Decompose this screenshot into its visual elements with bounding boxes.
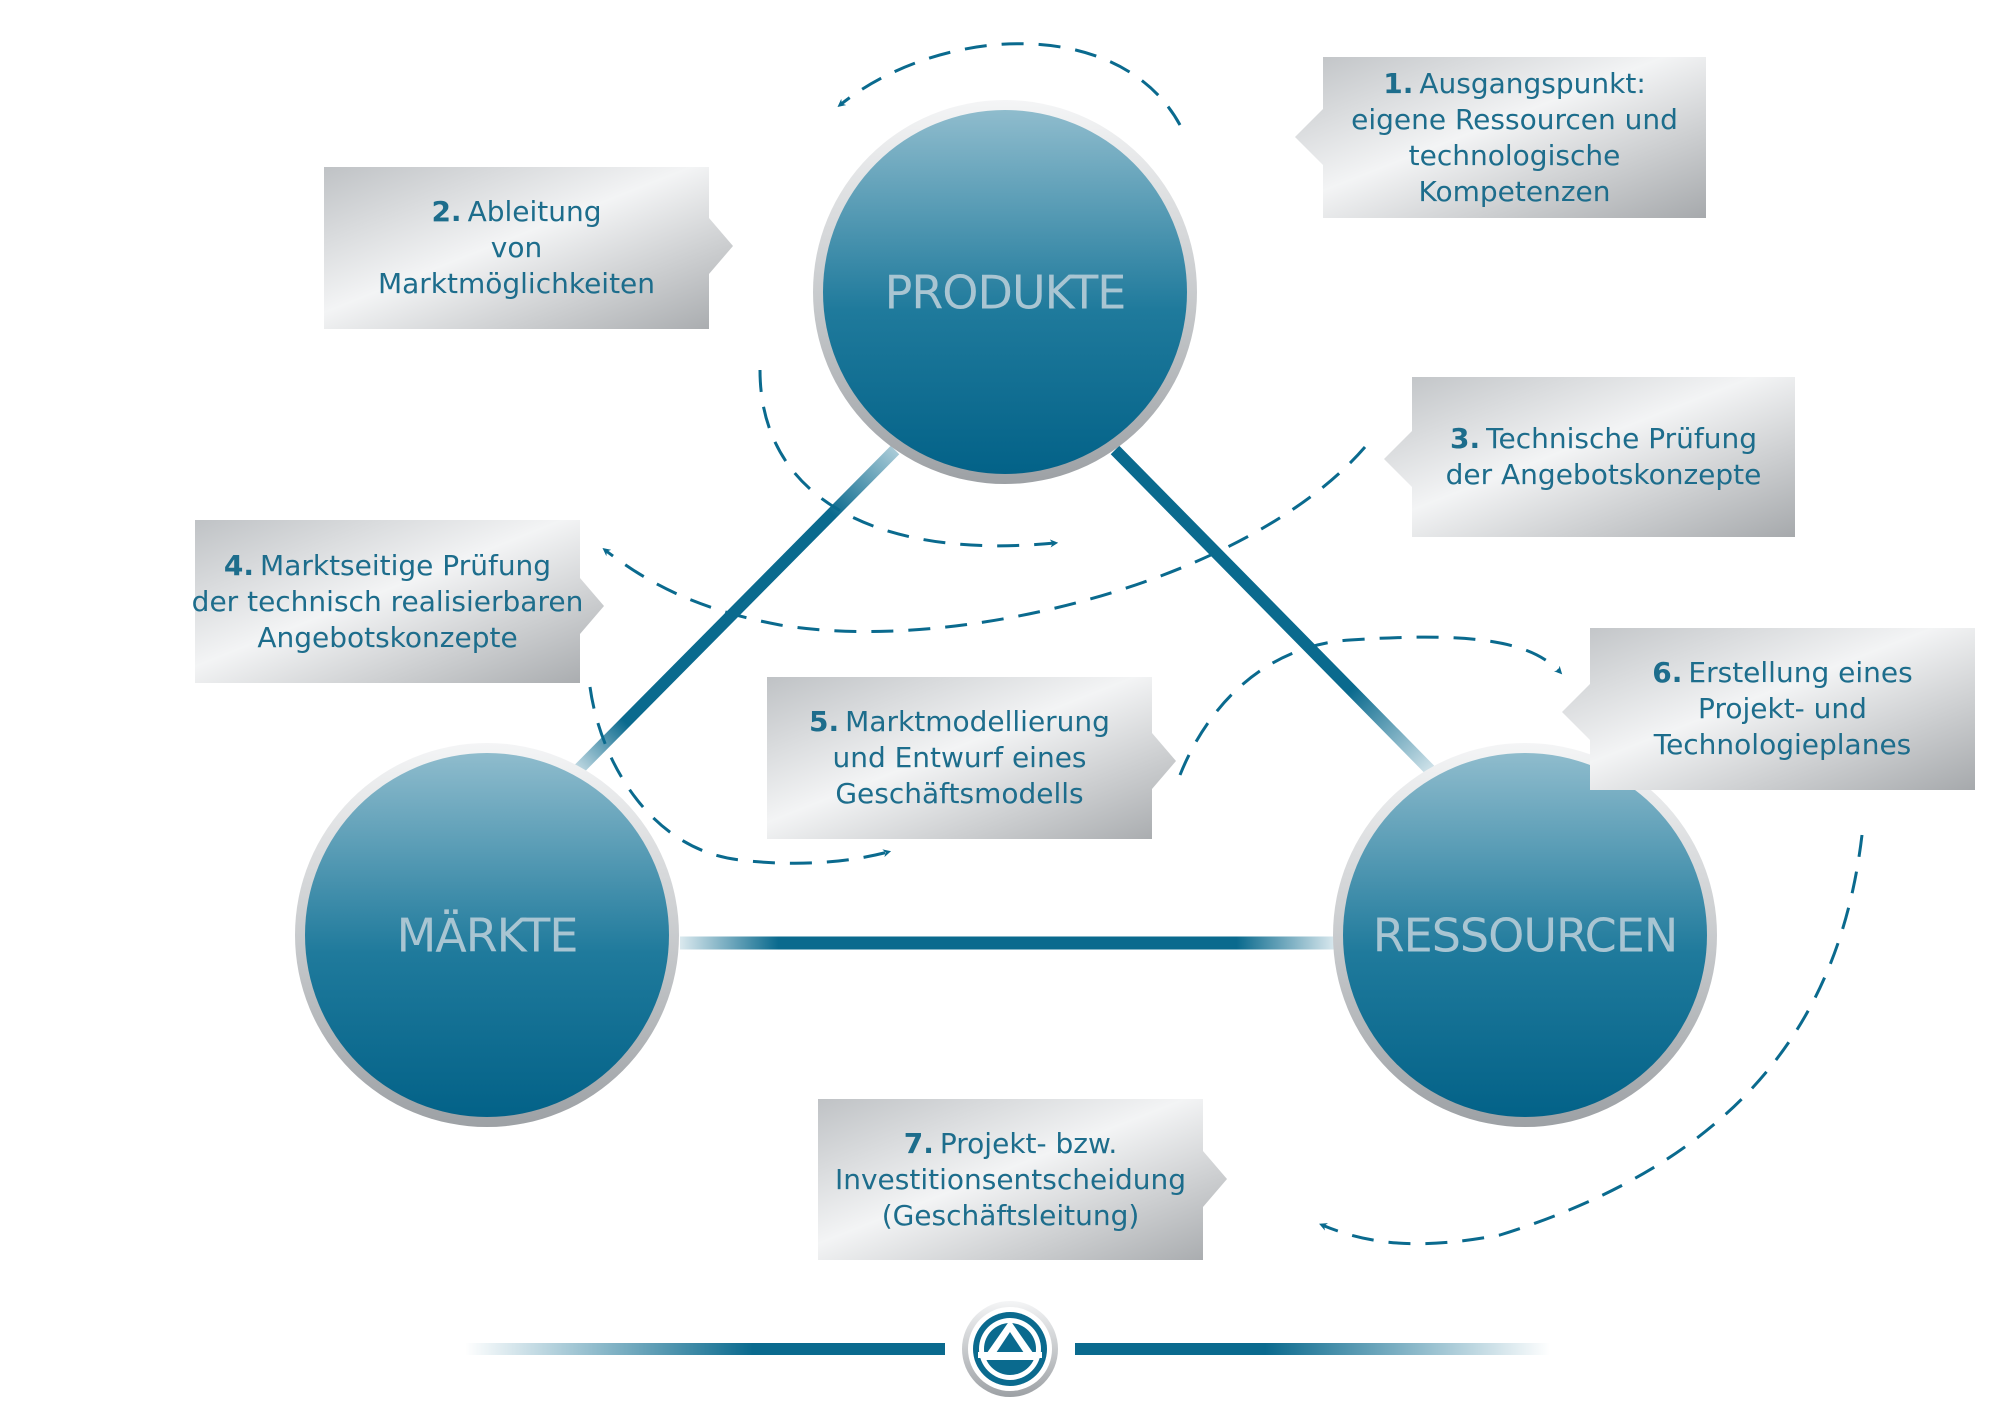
step-4-line-1: 4.Marktseitige Prüfung xyxy=(224,548,551,584)
step-5-text-1: Marktmodellierung xyxy=(845,705,1110,738)
step-3-callout: 3.Technische Prüfung der Angebotskonzept… xyxy=(1412,377,1795,537)
step-2-number: 2. xyxy=(431,195,462,228)
step-6-number: 6. xyxy=(1652,656,1683,689)
step-6-line-2: Projekt- und xyxy=(1698,692,1867,725)
step-7-number: 7. xyxy=(903,1126,934,1160)
step-7-line-3: (Geschäftsleitung) xyxy=(881,1198,1140,1232)
step-1-line-4: Kompetenzen xyxy=(1418,174,1611,208)
step-2-line-1: 2.Ableitung xyxy=(431,194,601,230)
callout-shape-5 xyxy=(767,677,1176,839)
step-3-number: 3. xyxy=(1450,422,1481,455)
step-6-callout: 6.Erstellung eines Projekt- und Technolo… xyxy=(1590,628,1975,790)
step-6-text-1: Erstellung eines xyxy=(1688,656,1913,689)
circle-produkte: PRODUKTE xyxy=(813,100,1197,484)
connector-produkte-maerkte xyxy=(573,445,900,775)
step-3-line-1: 3.Technische Prüfung xyxy=(1450,421,1757,457)
circle-ressourcen: RESSOURCEN xyxy=(1333,743,1717,1127)
step-1-text-1: Ausgangspunkt: xyxy=(1419,66,1646,100)
step-2-line-2: von xyxy=(490,231,543,264)
step-7-line-2: Investitionsentscheidung xyxy=(834,1162,1187,1196)
step-4-text-1: Marktseitige Prüfung xyxy=(260,548,552,582)
circle-label-produkte: PRODUKTE xyxy=(885,266,1126,320)
callout-shape-7 xyxy=(818,1099,1227,1260)
step-7-line-1: 7.Projekt- bzw. xyxy=(904,1126,1117,1162)
step-6-line-3: Technologieplanes xyxy=(1653,728,1912,761)
circle-maerkte: MÄRKTE xyxy=(295,743,679,1127)
callout-shape-6 xyxy=(1562,628,1975,790)
connector-produkte-ressourcen xyxy=(1110,445,1435,775)
step-1-line-3: technologische xyxy=(1408,138,1621,172)
step-7-text-1: Projekt- bzw. xyxy=(939,1126,1118,1160)
step-5-line-1: 5.Marktmodellierung xyxy=(809,704,1110,740)
step-1-number: 1. xyxy=(1383,66,1414,100)
flow-arrow-6 xyxy=(1319,834,1864,1246)
circle-label-maerkte: MÄRKTE xyxy=(397,909,578,963)
flow-arrow-4 xyxy=(588,686,892,865)
company-logo-icon xyxy=(962,1301,1058,1397)
flow-arrow-2 xyxy=(758,369,1059,548)
callout-shape-1 xyxy=(1295,57,1706,218)
step-5-number: 5. xyxy=(809,705,840,738)
circle-label-ressourcen: RESSOURCEN xyxy=(1373,909,1678,963)
step-1-line-1: 1.Ausgangspunkt: xyxy=(1383,66,1646,102)
callout-shape-3 xyxy=(1384,377,1795,537)
step-2-text-1: Ableitung xyxy=(467,195,602,228)
step-4-number: 4. xyxy=(223,548,255,582)
flow-arrow-1 xyxy=(837,42,1182,126)
step-5-line-3: Geschäftsmodells xyxy=(835,777,1084,810)
callout-shape-2 xyxy=(324,167,733,329)
step-1-callout: 1.Ausgangspunkt: eigene Ressourcen und t… xyxy=(1323,57,1706,218)
step-7-callout: 7.Projekt- bzw. Investitionsentscheidung… xyxy=(818,1099,1203,1260)
step-3-line-2: der Angebotskonzepte xyxy=(1445,458,1762,491)
step-4-callout: 4.Marktseitige Prüfung der technisch rea… xyxy=(192,520,584,683)
flow-arrow-5 xyxy=(1178,635,1563,776)
step-6-line-1: 6.Erstellung eines xyxy=(1652,655,1912,691)
step-2-callout: 2.Ableitung von Marktmöglichkeiten xyxy=(324,167,709,329)
step-5-line-2: und Entwurf eines xyxy=(832,741,1087,774)
footer-divider xyxy=(465,1343,1550,1355)
flow-arrow-3 xyxy=(602,446,1367,634)
step-1-line-2: eigene Ressourcen und xyxy=(1351,102,1678,136)
step-3-text-1: Technische Prüfung xyxy=(1486,422,1757,455)
step-4-line-2: der technisch realisierbaren xyxy=(191,584,584,618)
callout-shape-4 xyxy=(195,520,604,683)
step-4-line-3: Angebotskonzepte xyxy=(257,620,518,654)
step-2-line-3: Marktmöglichkeiten xyxy=(377,267,656,300)
step-5-callout: 5.Marktmodellierung und Entwurf eines Ge… xyxy=(767,677,1152,839)
